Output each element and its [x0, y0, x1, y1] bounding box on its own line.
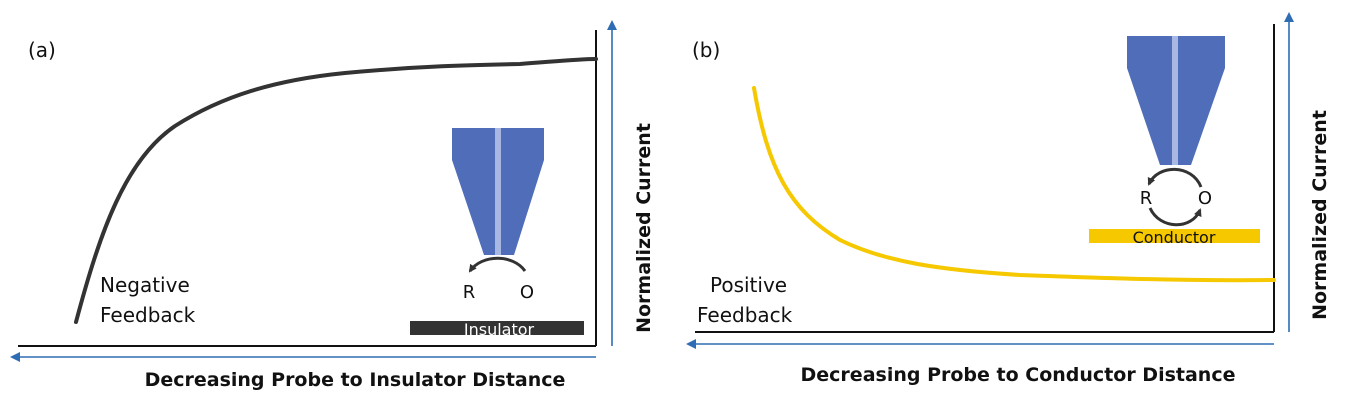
- panel-b-species-r: R: [1140, 188, 1153, 209]
- panel-a: (a) Negative Feedback Decreasing Probe t…: [10, 20, 655, 391]
- insulator-label: Insulator: [464, 320, 535, 339]
- panel-a-x-axis-label: Decreasing Probe to Insulator Distance: [145, 369, 566, 391]
- negative-feedback-curve: [74, 57, 598, 324]
- conductor-bar: [1089, 229, 1260, 243]
- panel-a-redox-arc: [468, 256, 527, 273]
- panel-b-y-axis-label: Normalized Current: [1309, 110, 1331, 320]
- panel-a-probe-tip: [452, 128, 544, 255]
- panel-b-x-axis-label: Decreasing Probe to Conductor Distance: [801, 364, 1236, 386]
- panel-b-tag: (b): [692, 38, 720, 62]
- panel-a-species-o: O: [520, 282, 534, 303]
- positive-feedback-curve: [752, 86, 1276, 283]
- panel-b-probe-tip: [1127, 36, 1225, 165]
- panel-b-species-o: O: [1198, 188, 1212, 209]
- panel-a-species-r: R: [463, 282, 476, 303]
- positive-feedback-label-line1: Positive: [710, 273, 787, 297]
- positive-feedback-label-line2: Feedback: [697, 303, 793, 327]
- conductor-label: Conductor: [1133, 228, 1216, 247]
- panel-b: (b) Positive Feedback Decreasing Probe t…: [686, 12, 1331, 386]
- negative-feedback-label-line1: Negative: [100, 273, 190, 297]
- panel-a-y-axis-label: Normalized Current: [633, 123, 655, 333]
- insulator-bar: [410, 321, 584, 335]
- panel-b-redox-arc-bottom: [1148, 207, 1202, 227]
- panel-b-redox-arc-top: [1147, 167, 1203, 188]
- panel-a-tag: (a): [28, 38, 56, 62]
- negative-feedback-label-line2: Feedback: [100, 303, 196, 327]
